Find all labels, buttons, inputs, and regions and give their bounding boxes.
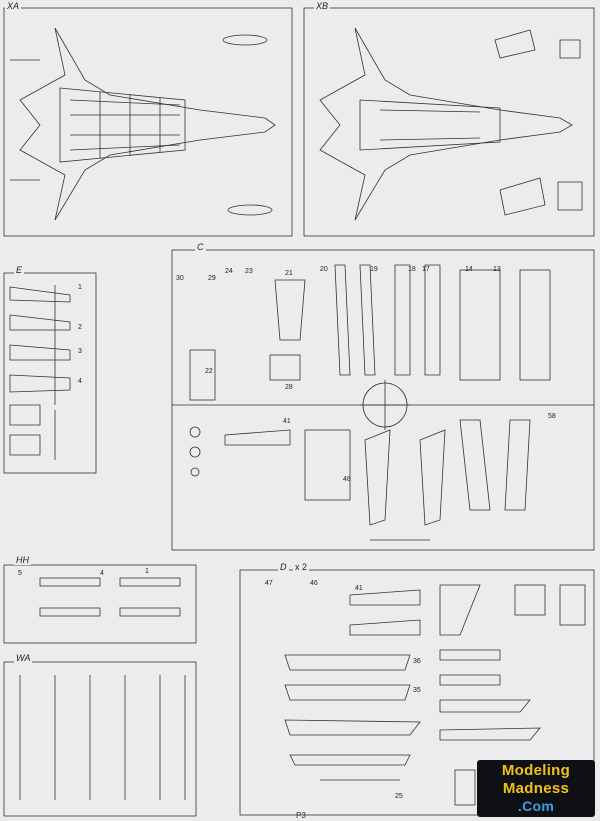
sprue-d-frame (239, 569, 595, 816)
part-number: 4 (100, 570, 104, 577)
part-number: 29 (208, 275, 216, 282)
sprue-label-xb: XB (314, 1, 331, 11)
part-number: 1 (78, 284, 82, 291)
part-number: 17 (422, 266, 430, 273)
sprue-hh-frame (3, 564, 197, 644)
part-number: 28 (285, 384, 293, 391)
sprue-xb-frame (303, 7, 595, 237)
part-number: 19 (370, 266, 378, 273)
part-number: 36 (413, 658, 421, 665)
logo-line-2: Madness (502, 780, 570, 797)
part-number: 35 (413, 687, 421, 694)
part-number: 46 (310, 580, 318, 587)
logo-line-3: .Com (517, 798, 555, 814)
sprue-label-c: C (195, 242, 206, 252)
part-number: 23 (245, 268, 253, 275)
part-number: 41 (355, 585, 363, 592)
modeling-madness-logo: Modeling Madness .Com (477, 760, 595, 817)
part-number: 25 (395, 793, 403, 800)
xa-fuselage-outline (19, 27, 276, 221)
sprue-e-frame (3, 272, 97, 474)
sprue-xa-frame (3, 7, 293, 237)
sprue-label-e: E (14, 265, 25, 275)
part-number: 1 (145, 568, 149, 575)
logo-line-1: Modeling (501, 762, 571, 779)
part-number: 47 (265, 580, 273, 587)
part-number: 13 (493, 266, 501, 273)
part-number: 2 (78, 324, 82, 331)
part-number: 21 (285, 270, 293, 277)
part-number: 22 (205, 368, 213, 375)
sprue-label-xa: XA (5, 1, 22, 11)
sprue-label-wa: WA (14, 653, 33, 663)
sprue-label-hh: HH (14, 555, 31, 565)
sprue-wa-frame (3, 661, 197, 817)
page-number: P3 (296, 811, 306, 820)
xb-fuselage-outline (319, 27, 573, 221)
sprue-c-frame (171, 249, 595, 551)
part-number: 20 (320, 266, 328, 273)
part-number: 24 (225, 268, 233, 275)
sprue-label-d: D (278, 562, 289, 572)
part-number: 14 (465, 266, 473, 273)
part-number: 30 (176, 275, 184, 282)
part-number: 18 (408, 266, 416, 273)
sprue-d-quantity: x 2 (293, 562, 310, 572)
part-number: 3 (78, 348, 82, 355)
part-number: 5 (18, 570, 22, 577)
part-number: 41 (283, 418, 291, 425)
part-number: 4 (78, 378, 82, 385)
part-number: 58 (548, 413, 556, 420)
part-number: 48 (343, 476, 351, 483)
